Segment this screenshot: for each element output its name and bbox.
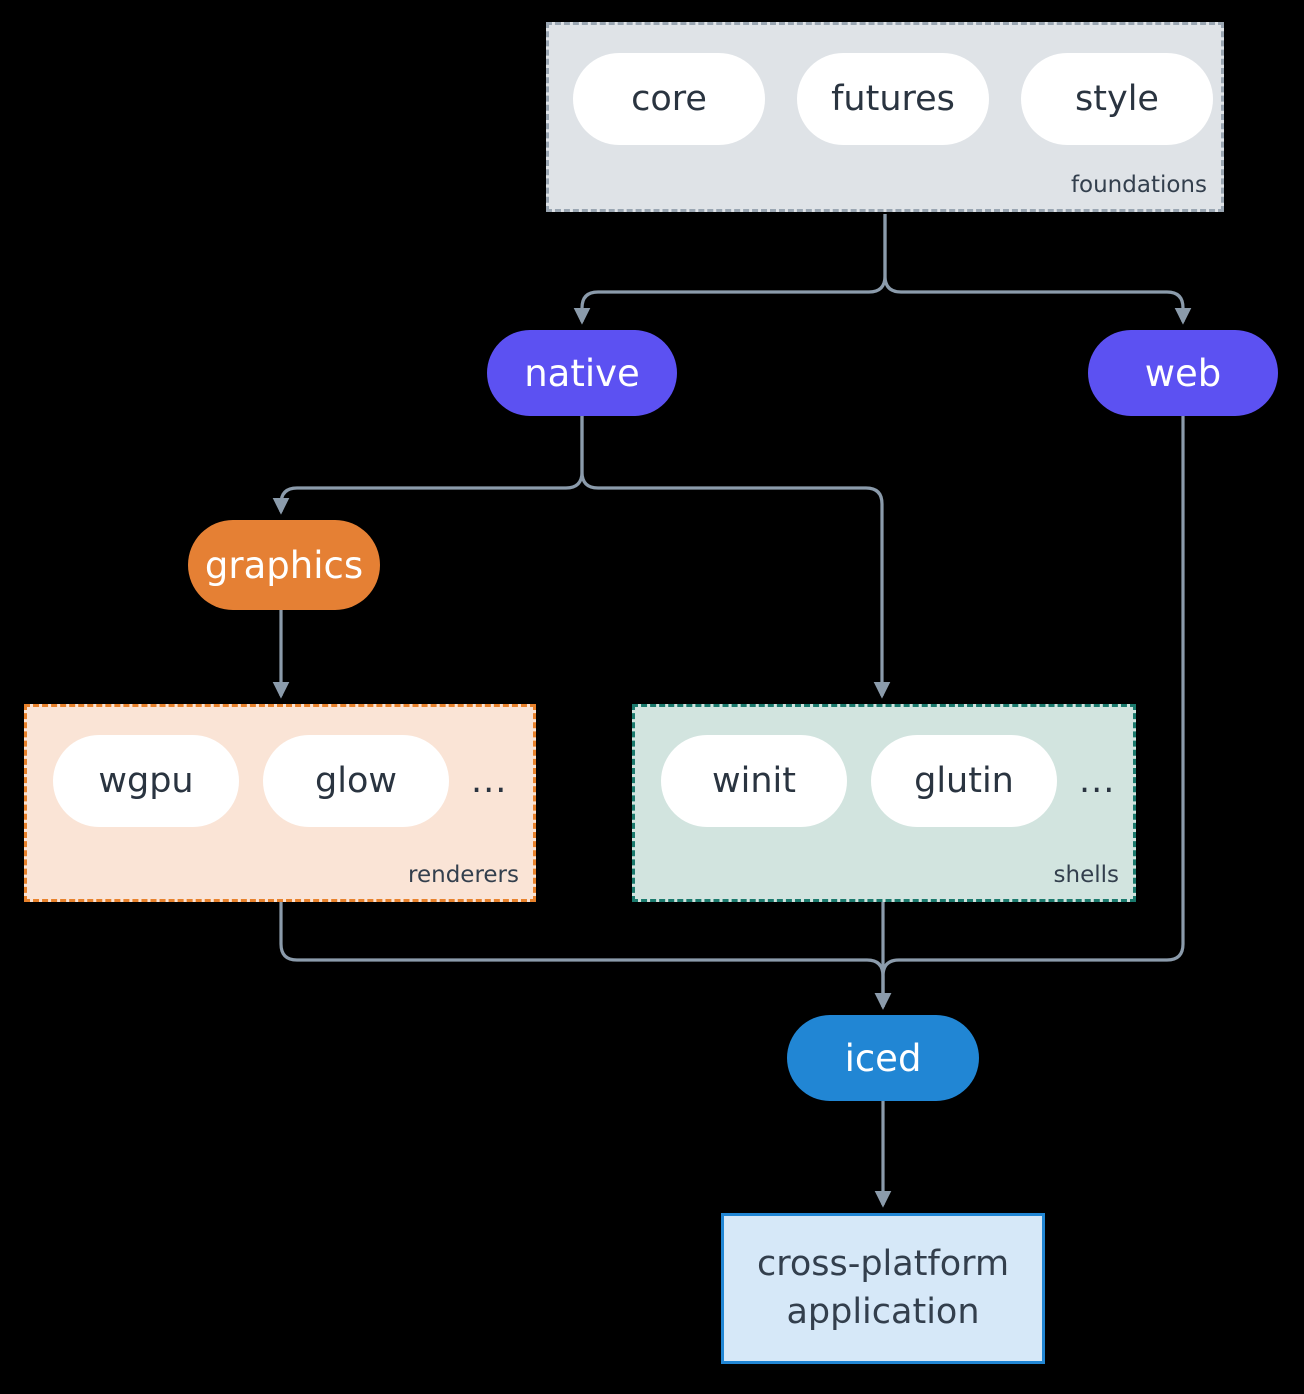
pill-core[interactable]: core [573,53,765,145]
pill-style-label: style [1075,79,1159,119]
cluster-label-foundations: foundations [1070,172,1207,198]
cluster-foundations: core futures style foundations [546,22,1224,212]
pill-glow-label: glow [315,761,397,801]
node-iced-label: iced [844,1036,922,1080]
pill-winit[interactable]: winit [661,735,847,827]
node-native[interactable]: native [487,330,677,416]
edge-foundations-web [883,214,1192,325]
edge-foundations-native [573,214,887,325]
pill-glutin[interactable]: glutin [871,735,1057,827]
pill-futures[interactable]: futures [797,53,989,145]
pill-winit-label: winit [712,761,796,801]
cluster-label-renderers: renderers [408,862,519,888]
pill-glutin-label: glutin [914,761,1014,801]
shells-overflow-ellipsis: ... [1079,760,1116,801]
cluster-shells: winit glutin ... shells [632,704,1136,902]
node-native-label: native [524,351,640,395]
edge-renderers-iced [279,902,892,1010]
edge-native-shells [580,416,891,699]
pill-core-label: core [631,79,707,119]
pill-wgpu-label: wgpu [98,761,194,801]
node-web-label: web [1144,351,1222,395]
renderers-overflow-ellipsis: ... [471,760,508,801]
node-web[interactable]: web [1088,330,1278,416]
node-graphics[interactable]: graphics [188,520,380,610]
cluster-label-shells: shells [1053,862,1119,888]
node-cross-platform-application[interactable]: cross-platform application [721,1213,1045,1364]
node-graphics-label: graphics [204,543,364,587]
node-application-line2: application [786,1291,980,1332]
edge-native-graphics [272,416,584,515]
cluster-renderers: wgpu glow ... renderers [24,704,536,902]
node-iced[interactable]: iced [787,1015,979,1101]
node-application-line1: cross-platform [756,1244,1010,1285]
pill-glow[interactable]: glow [263,735,449,827]
pill-futures-label: futures [831,79,955,119]
pill-wgpu[interactable]: wgpu [53,735,239,827]
pill-style[interactable]: style [1021,53,1213,145]
